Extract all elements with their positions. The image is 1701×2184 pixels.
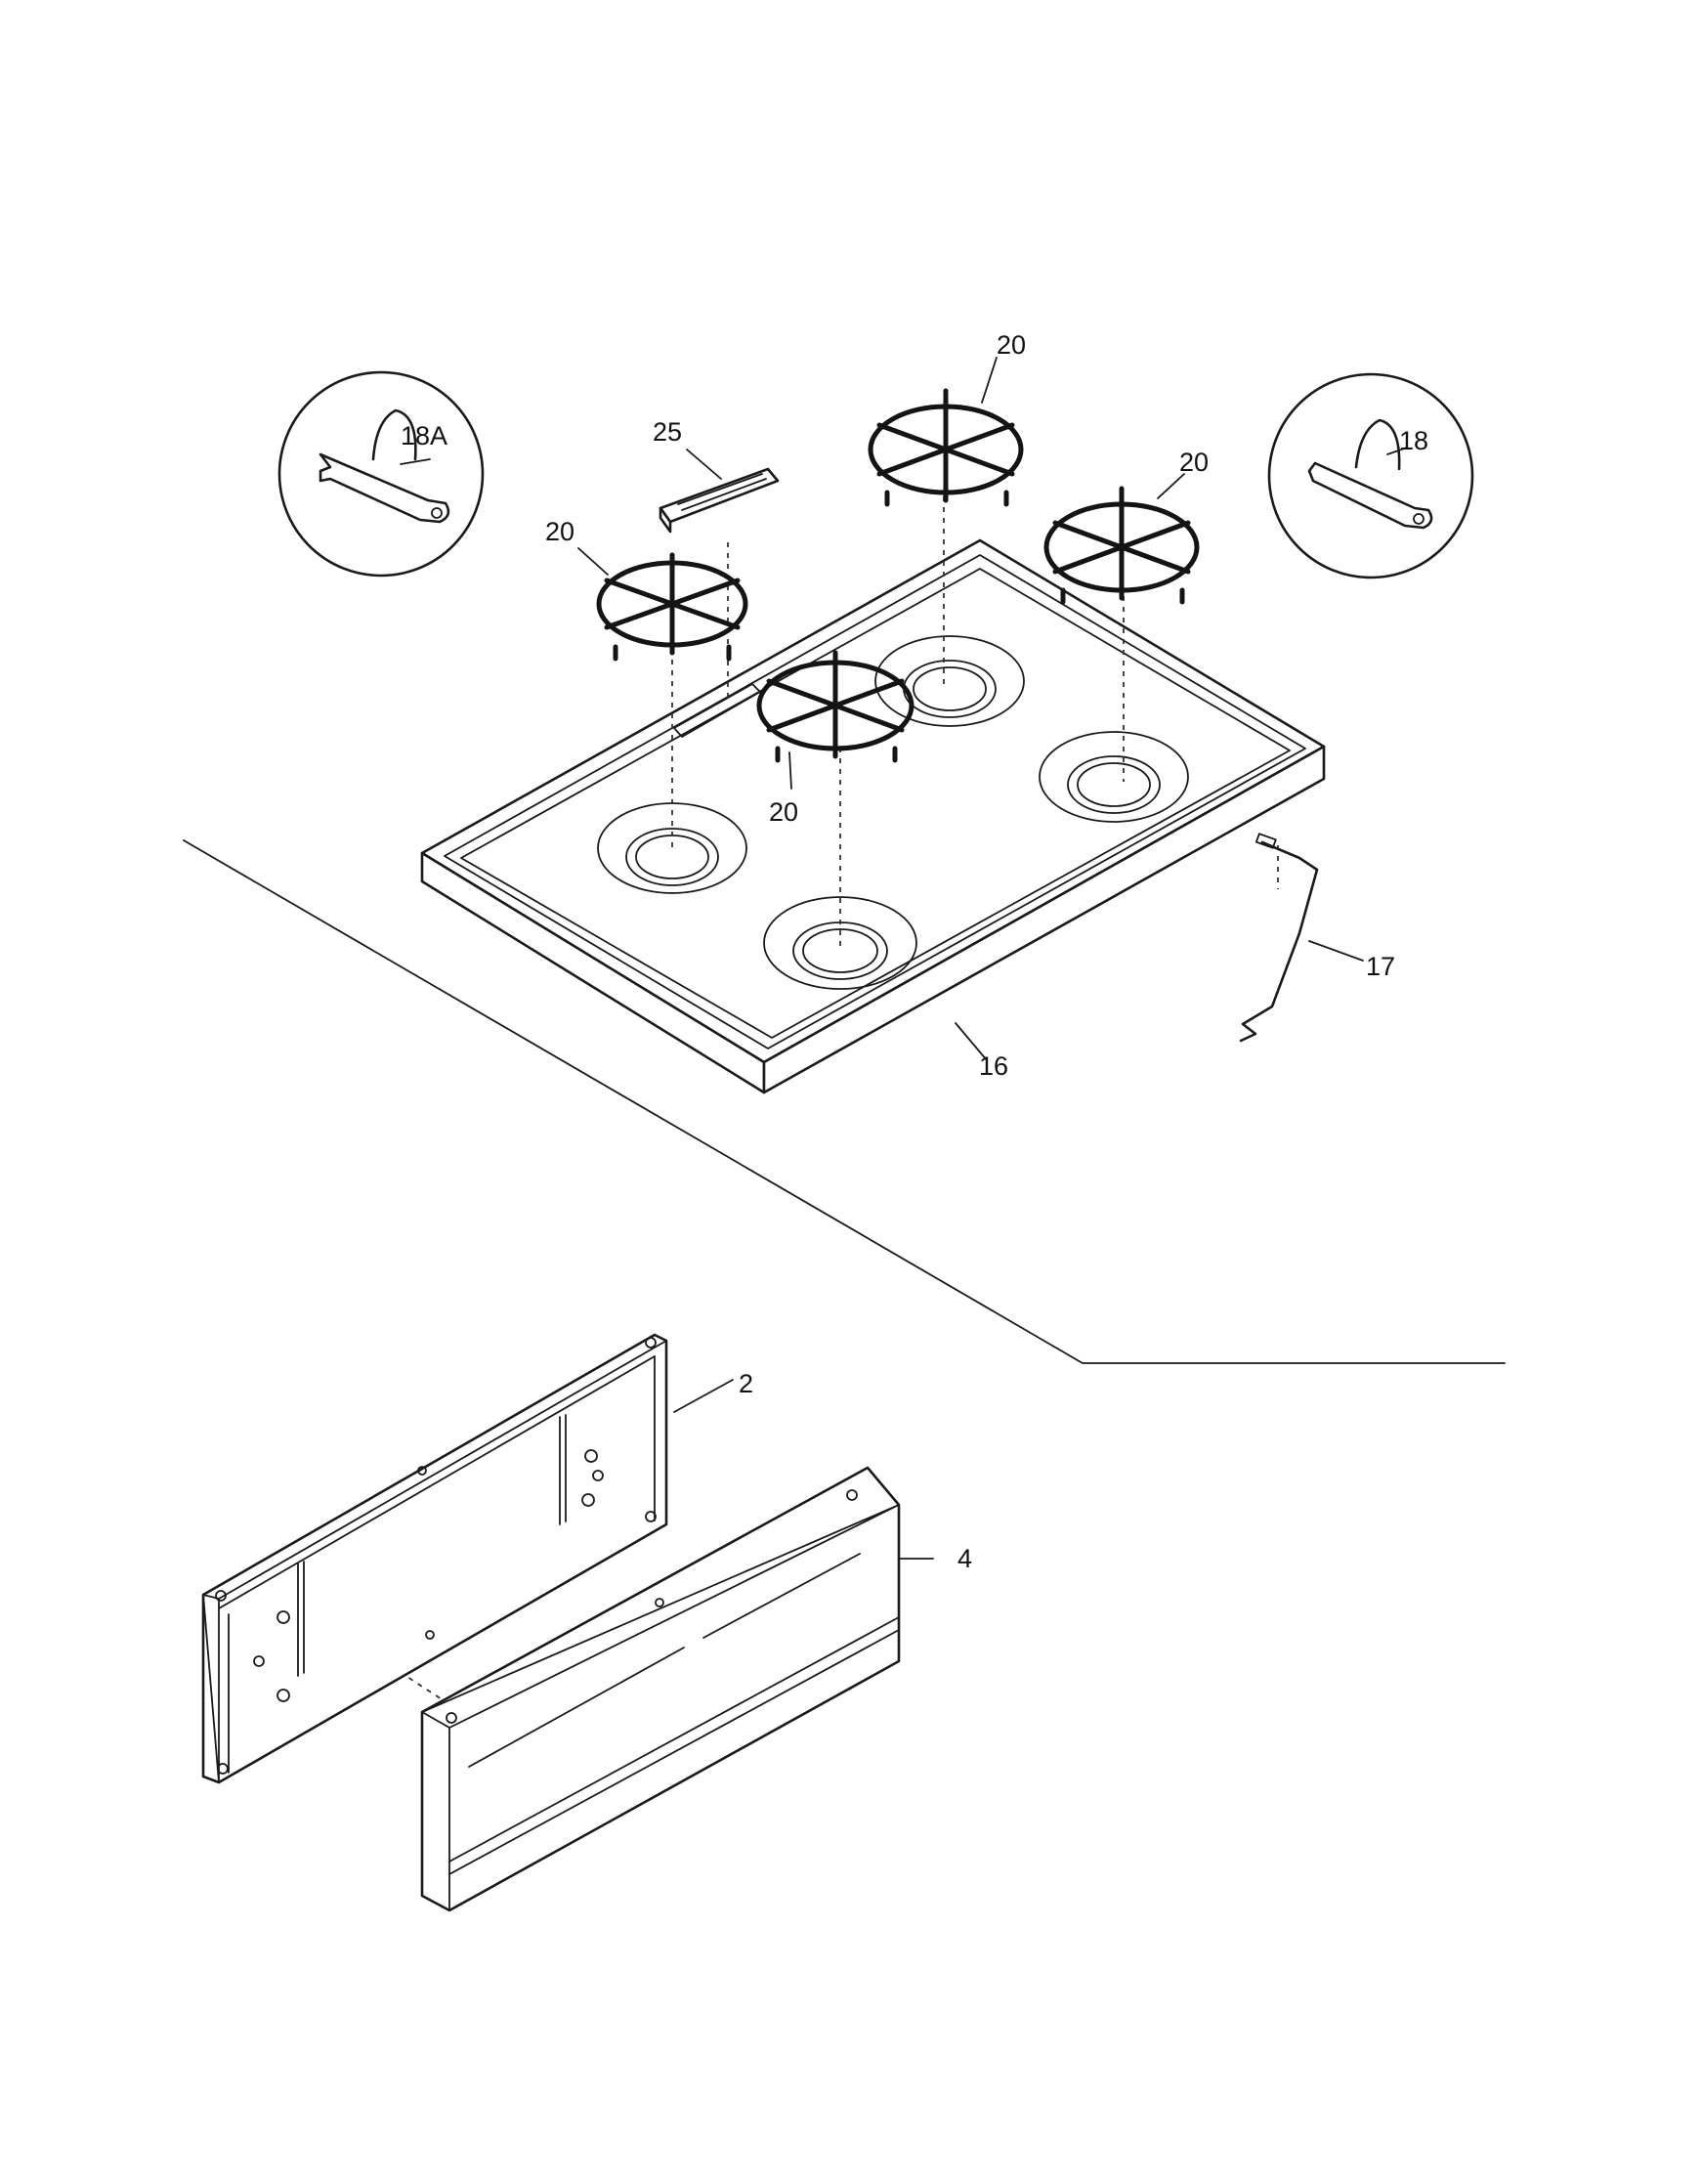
leader-18a — [400, 458, 431, 465]
leader-20-right — [1157, 473, 1185, 499]
leader-18 — [1386, 447, 1408, 455]
cooktop-main-top[interactable] — [420, 538, 1326, 1094]
callout-20-left: 20 — [545, 517, 574, 546]
grate-rear-center[interactable] — [868, 388, 1024, 507]
callout-4: 4 — [957, 1544, 972, 1573]
grate-left[interactable] — [596, 552, 748, 662]
leader-16 — [955, 1022, 988, 1061]
leader-25 — [686, 449, 722, 480]
leader-20-left — [577, 547, 609, 576]
leader-17 — [1308, 940, 1364, 962]
burner-well-right — [1039, 731, 1189, 823]
callout-18a: 18A — [401, 421, 447, 450]
callout-2: 2 — [739, 1369, 753, 1398]
grate-right[interactable] — [1043, 486, 1200, 605]
section-divider-line — [183, 839, 1506, 1364]
grate-front-center[interactable] — [756, 650, 914, 763]
support-rod-part[interactable] — [1239, 840, 1319, 1043]
callout-17: 17 — [1366, 952, 1395, 981]
burner-well-rear-center — [874, 635, 1025, 727]
detail-circle-18 — [1267, 372, 1474, 579]
callout-20-center: 20 — [769, 797, 798, 827]
front-trim-panel-part[interactable] — [420, 1466, 901, 1912]
callout-16: 16 — [979, 1051, 1008, 1081]
leader-2 — [673, 1379, 734, 1413]
detail-circle-18a — [277, 370, 485, 578]
vent-trim-part[interactable] — [659, 467, 780, 534]
back-panel-part[interactable] — [201, 1333, 668, 1784]
leader-20-center — [788, 751, 792, 790]
leader-20-top — [981, 357, 998, 404]
burner-well-front-center — [763, 896, 917, 990]
support-rod-clip — [1254, 833, 1277, 849]
callout-25: 25 — [653, 417, 682, 447]
callout-20-top: 20 — [997, 330, 1026, 360]
callout-20-right: 20 — [1179, 448, 1209, 477]
callout-18: 18 — [1399, 426, 1428, 455]
